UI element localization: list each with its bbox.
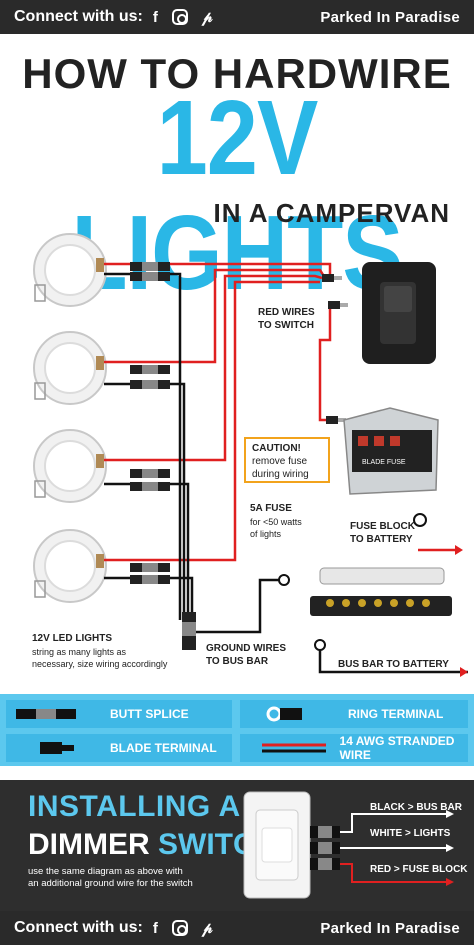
title-line-3: IN A CAMPERVAN: [213, 198, 450, 228]
caution-title: CAUTION!: [252, 443, 301, 454]
dimmer-diagram: [243, 791, 454, 899]
butt-splices: [130, 262, 196, 650]
led-line-1: string as many lights as: [32, 647, 127, 657]
legend-awg-wire-label: 14 AWG STRANDED WIRE: [339, 734, 455, 762]
dimmer-title-1: INSTALLING A: [28, 790, 241, 823]
rocker-switch: [362, 262, 436, 364]
ground-wires-label: GROUND WIRES TO BUS BAR: [206, 642, 286, 668]
awg-wire-icon: [262, 743, 326, 753]
to-battery-text: TO BATTERY: [350, 534, 413, 545]
dimmer-white-label: WHITE > LIGHTS: [370, 828, 451, 839]
legend-blade-terminal-label: BLADE TERMINAL: [110, 741, 217, 755]
led-title: 12V LED LIGHTS: [32, 633, 113, 644]
butt-splice-icon: [16, 709, 76, 719]
caution-line-2: during wiring: [252, 469, 309, 480]
dimmer-title-2a: DIMMER: [28, 828, 158, 861]
led-light-2: [33, 331, 107, 405]
dimmer-red-label: RED > FUSE BLOCK: [370, 864, 468, 875]
ring-terminal-icon: [266, 706, 302, 722]
top-bar: Connect with us: f 𝓅 Parked In Paradise: [0, 0, 474, 34]
red-wires-label: RED WIRES TO SWITCH: [258, 306, 315, 332]
fuse-note: for <50 watts of lights: [250, 516, 302, 540]
led-note: string as many lights as necessary, size…: [32, 646, 167, 670]
bus-bar-battery-label: BUS BAR TO BATTERY: [338, 659, 449, 670]
caution-line-1: remove fuse: [252, 456, 308, 467]
to-switch-text: TO SWITCH: [258, 320, 314, 331]
fuse-line-2: of lights: [250, 529, 282, 539]
bottom-bar: Connect with us: f 𝓅 Parked In Paradise: [0, 911, 474, 945]
dimmer-note: use the same diagram as above with an ad…: [28, 866, 228, 890]
fuse-title: 5A FUSE: [250, 503, 292, 514]
led-light-3: [33, 429, 107, 503]
footer-connect-label: Connect with us:: [14, 919, 143, 936]
svg-text:BLADE FUSE: BLADE FUSE: [362, 459, 406, 466]
title-line-1: HOW TO HARDWIRE: [22, 50, 452, 97]
led-lights-label: 12V LED LIGHTS: [32, 632, 112, 645]
wiring-diagram: BLADE FUSE: [33, 233, 468, 677]
legend-butt-splice-label: BUTT SPLICE: [110, 707, 189, 721]
led-light-4: [33, 529, 107, 603]
footer-brand-name[interactable]: Parked In Paradise: [320, 919, 460, 937]
fuse-block: BLADE FUSE: [343, 407, 439, 527]
red-wires-text: RED WIRES: [258, 307, 315, 318]
fuse-block-label: FUSE BLOCK TO BATTERY: [350, 520, 415, 546]
led-light-1: [33, 233, 107, 307]
footer-instagram-icon[interactable]: [171, 920, 188, 936]
ground-wires-text: GROUND WIRES: [206, 643, 286, 654]
fuse-block-text: FUSE BLOCK: [350, 521, 415, 532]
fuse-line-1: for <50 watts: [250, 517, 302, 527]
legend-blade-terminal: BLADE TERMINAL: [6, 734, 232, 762]
legend-awg-wire: 14 AWG STRANDED WIRE: [240, 734, 468, 762]
facebook-icon[interactable]: f: [152, 8, 158, 26]
blade-terminals: [322, 274, 348, 424]
brand-name[interactable]: Parked In Paradise: [320, 8, 460, 26]
legend-butt-splice: BUTT SPLICE: [6, 700, 232, 728]
dimmer-note-2: an additional ground wire for the switch: [28, 878, 193, 889]
dimmer-note-1: use the same diagram as above with: [28, 866, 183, 877]
pinterest-icon[interactable]: 𝓅: [201, 8, 213, 26]
connect-label: Connect with us:: [14, 8, 143, 25]
legend-ring-terminal-label: RING TERMINAL: [348, 707, 444, 721]
title-line-2: 12V LIGHTS: [71, 79, 403, 313]
legend-ring-terminal: RING TERMINAL: [240, 700, 468, 728]
to-bus-bar-text: TO BUS BAR: [206, 656, 269, 667]
footer-pinterest-icon[interactable]: 𝓅: [201, 919, 213, 937]
legend: BUTT SPLICE RING TERMINAL BLADE TERMINAL…: [0, 694, 474, 766]
caution-box: CAUTION! remove fuse during wiring: [244, 437, 330, 483]
fuse-label: 5A FUSE: [250, 502, 292, 515]
blade-terminal-icon: [40, 742, 74, 754]
led-line-2: necessary, size wiring accordingly: [32, 659, 168, 669]
dimmer-section: INSTALLING A DIMMER SWITCH use the same …: [0, 780, 474, 911]
dimmer-black-label: BLACK > BUS BAR: [370, 802, 462, 813]
footer-facebook-icon[interactable]: f: [152, 919, 158, 937]
bus-bar: [278, 567, 452, 651]
instagram-icon[interactable]: [171, 9, 188, 25]
